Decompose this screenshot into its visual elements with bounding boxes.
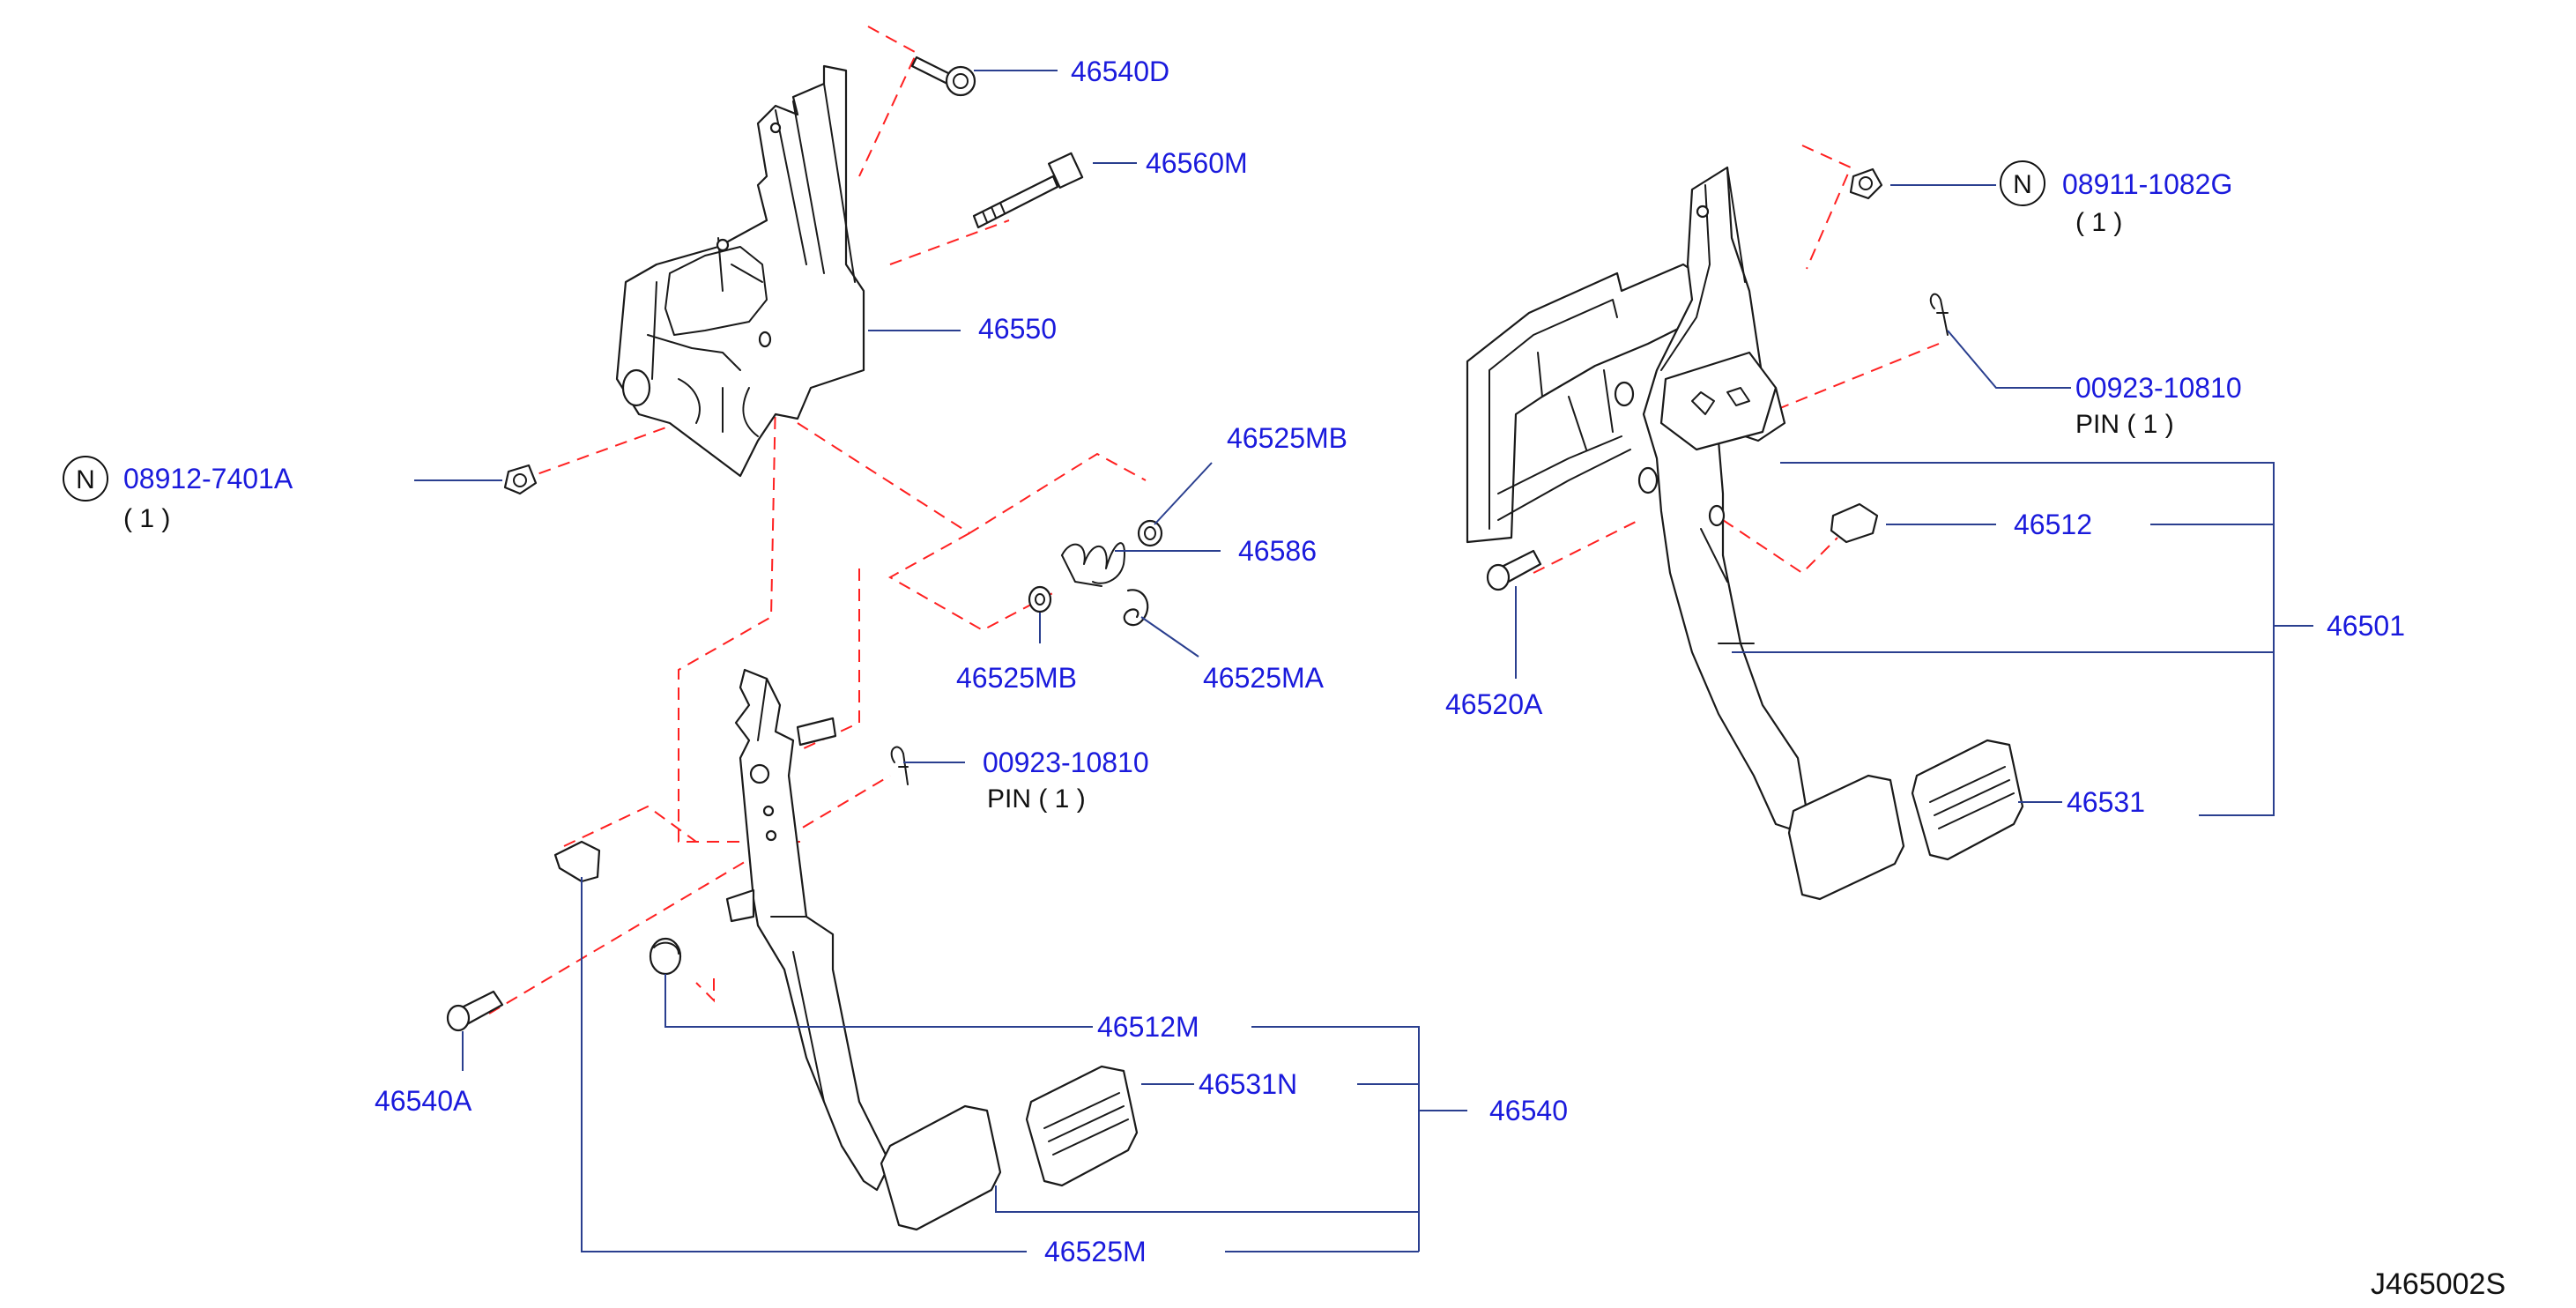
n-marker-right: N xyxy=(2000,160,2045,206)
label-46525M: 46525M xyxy=(1044,1236,1147,1267)
n-marker-left: N xyxy=(63,456,108,502)
pedal-lever-left xyxy=(725,668,892,1192)
label-46540D: 46540D xyxy=(1071,56,1169,87)
nut-08912-7401A xyxy=(503,464,538,495)
label-46531: 46531 xyxy=(2067,786,2145,818)
n-marker-right-text: N xyxy=(2013,170,2032,199)
label-46512: 46512 xyxy=(2014,509,2092,540)
pin-46540A xyxy=(446,990,504,1032)
pedal-bracket-left xyxy=(615,64,865,478)
pedal-pad-cover-46531N xyxy=(1025,1065,1139,1187)
label-46525MB-bottom: 46525MB xyxy=(956,662,1077,694)
pin-46520A xyxy=(1486,549,1542,591)
clip-46525MA xyxy=(1123,589,1149,627)
bolt-46540D xyxy=(910,56,976,97)
label-46540: 46540 xyxy=(1489,1095,1568,1126)
assembly-dashed-lines xyxy=(488,26,1940,1014)
label-46531N: 46531N xyxy=(1199,1068,1297,1100)
label-46560M: 46560M xyxy=(1146,147,1248,179)
label-46550: 46550 xyxy=(978,313,1057,345)
pedal-lever-right xyxy=(1637,166,1808,830)
bushing-46525MB-bottom xyxy=(1028,585,1052,613)
stopper-46512M xyxy=(649,937,682,976)
bolt-46560M xyxy=(972,152,1084,229)
nut-08911-1082G xyxy=(1849,167,1883,200)
label-46525MB-top: 46525MB xyxy=(1227,422,1347,454)
reference-code: J465002S xyxy=(2371,1267,2505,1301)
label-00923-10810-left: 00923-10810 xyxy=(983,747,1149,778)
label-46512M: 46512M xyxy=(1097,1011,1199,1043)
leader-lines xyxy=(414,70,2313,1252)
pedal-pad-left xyxy=(880,1104,1002,1231)
bushing-46525MB-top xyxy=(1137,519,1163,547)
label-08912-7401A: 08912-7401A xyxy=(123,463,293,494)
label-46525MA: 46525MA xyxy=(1203,662,1325,694)
pin-00923-10810-left xyxy=(890,746,909,785)
label-pin-left: PIN ( 1 ) xyxy=(987,784,1086,814)
label-00923-10810-right: 00923-10810 xyxy=(2075,372,2242,404)
part-labels: 46540D 46560M 46550 08912-7401A ( 1 ) 46… xyxy=(123,56,2505,1301)
label-46586: 46586 xyxy=(1238,535,1317,567)
label-08911-1082G: 08911-1082G xyxy=(2062,168,2232,200)
label-08911-qty: ( 1 ) xyxy=(2075,208,2122,237)
stopper-46525M xyxy=(553,840,601,883)
label-08912-qty: ( 1 ) xyxy=(123,504,170,533)
label-46501: 46501 xyxy=(2327,610,2405,642)
label-46520A: 46520A xyxy=(1445,688,1543,720)
n-marker-left-text: N xyxy=(76,465,95,494)
pedal-pad-cover-46531 xyxy=(1911,739,2024,861)
pin-00923-10810-right xyxy=(1929,293,1949,336)
label-46540A: 46540A xyxy=(375,1085,472,1117)
spring-46586 xyxy=(1061,542,1125,587)
stopper-46512 xyxy=(1830,502,1879,544)
label-pin-right: PIN ( 1 ) xyxy=(2075,410,2174,439)
pedal-pad-right xyxy=(1787,774,1905,901)
